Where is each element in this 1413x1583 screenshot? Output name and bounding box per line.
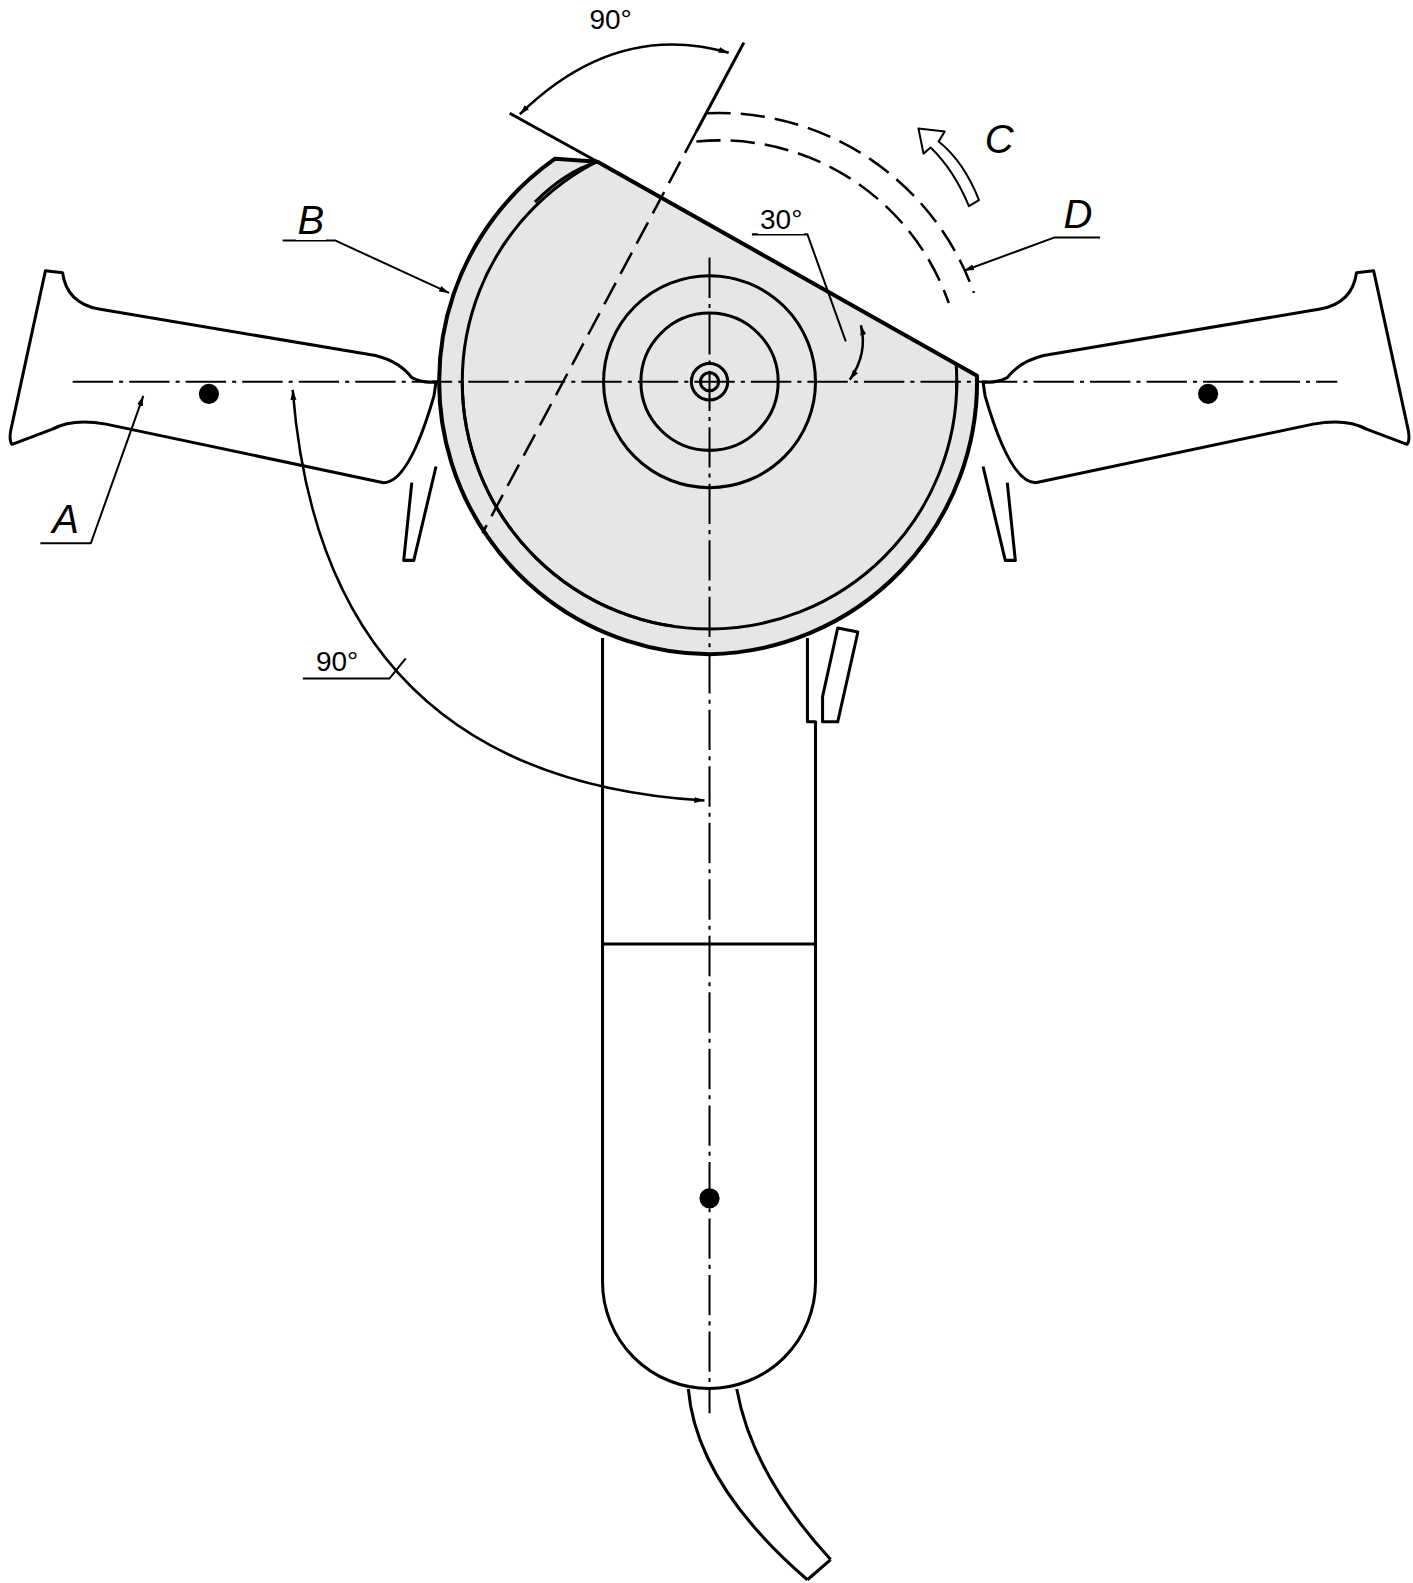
angle-dimension: 90° [314, 648, 360, 676]
part-letter: B [296, 200, 327, 240]
part-letter: C [983, 119, 1016, 159]
angle-dimension: 30° [758, 206, 804, 234]
part-letter: D [1061, 194, 1094, 234]
guard [439, 159, 977, 655]
switch [823, 628, 858, 722]
angle-dimension: 90° [587, 6, 633, 34]
part-letter: A [50, 499, 81, 539]
side-handle [10, 271, 436, 561]
